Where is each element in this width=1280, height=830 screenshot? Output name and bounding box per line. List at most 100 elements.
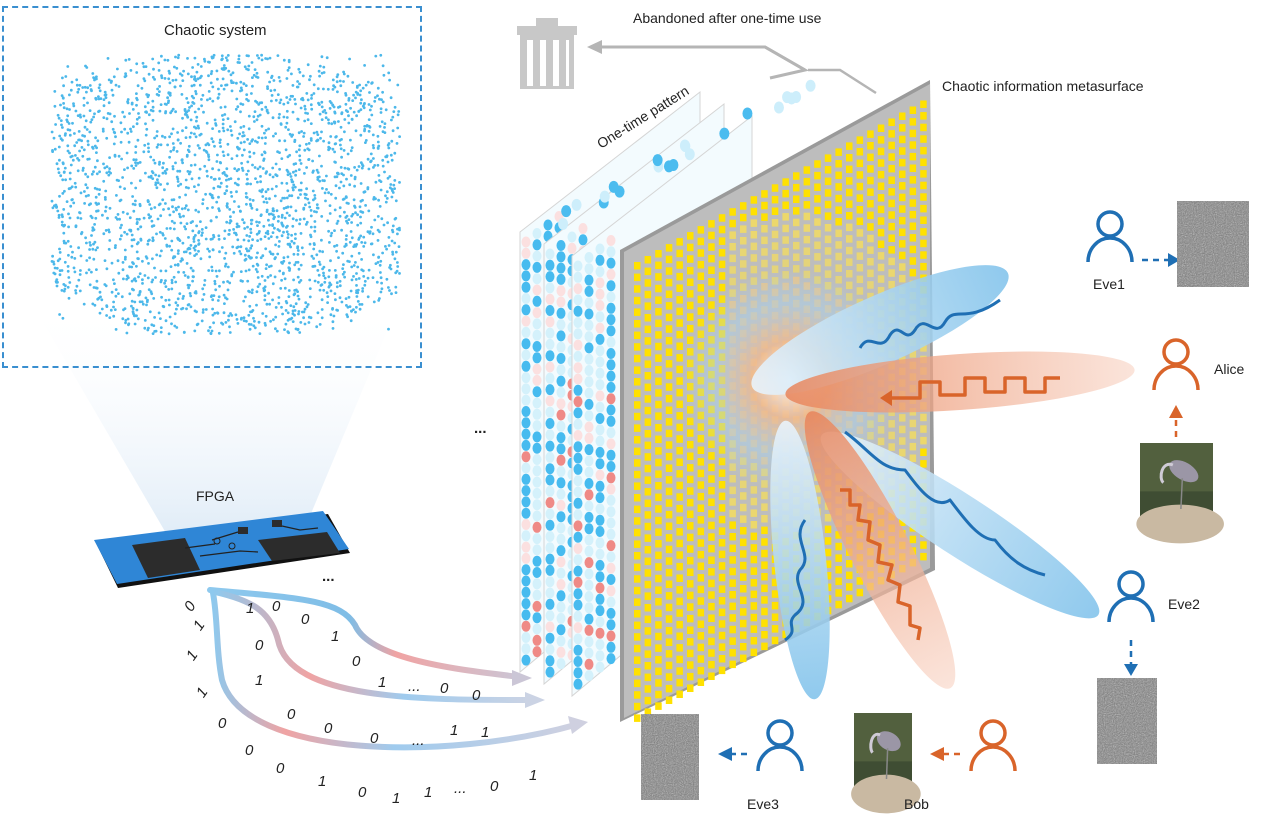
pattern-cell	[595, 333, 605, 345]
pattern-cell	[606, 585, 616, 597]
heron-image-alice	[1136, 443, 1224, 544]
pattern-cell	[556, 624, 566, 636]
scatter-point	[299, 181, 303, 185]
meta-atom	[803, 235, 811, 244]
scatter-point	[117, 179, 120, 183]
scatter-point	[378, 205, 382, 208]
scatter-point	[393, 179, 397, 182]
scatter-point	[256, 276, 260, 279]
scatter-point	[217, 92, 221, 96]
meta-atom	[644, 476, 652, 484]
meta-atom	[676, 412, 683, 420]
scatter-point	[123, 257, 127, 261]
meta-atom	[676, 586, 683, 594]
pattern-cell	[532, 295, 542, 307]
meta-atom	[655, 284, 662, 293]
scatter-point	[186, 57, 189, 60]
scatter-point	[154, 276, 157, 279]
scatter-point	[318, 249, 322, 253]
scatter-point	[211, 307, 215, 311]
scatter-point	[339, 166, 343, 169]
scatter-point	[371, 133, 375, 137]
scatter-point	[88, 256, 91, 260]
pattern-cell	[595, 367, 605, 379]
pattern-cell	[521, 485, 531, 497]
meta-atom	[909, 442, 917, 451]
meta-atom	[888, 443, 895, 451]
scatter-point	[123, 248, 127, 252]
scatter-point	[225, 185, 229, 188]
scatter-point	[390, 195, 394, 199]
meta-atom	[750, 242, 758, 251]
scatter-point	[251, 264, 255, 268]
meta-atom	[634, 378, 641, 386]
meta-atom	[634, 273, 641, 282]
scatter-point	[309, 74, 312, 78]
scatter-point	[93, 165, 97, 169]
scatter-point	[69, 163, 73, 167]
meta-atom	[644, 314, 652, 322]
pattern-cell	[606, 314, 616, 326]
pattern-cell	[573, 486, 583, 498]
meta-atom	[846, 165, 853, 174]
abandoned-label: Abandoned after one-time use	[633, 10, 822, 26]
pattern-cell	[545, 621, 555, 633]
pattern-cell	[556, 330, 566, 342]
scatter-point	[324, 116, 328, 120]
meta-atom	[899, 228, 906, 236]
meta-atom	[634, 552, 641, 560]
meta-atom	[877, 159, 885, 167]
scatter-point	[235, 97, 239, 101]
meta-atom	[665, 661, 673, 670]
scatter-point	[294, 327, 298, 331]
meta-atom	[920, 123, 927, 132]
scatter-point	[57, 216, 61, 219]
meta-atom	[676, 609, 683, 617]
meta-atom	[708, 486, 715, 495]
meta-atom	[814, 171, 821, 180]
scatter-point	[201, 231, 204, 235]
pattern-cell	[532, 261, 542, 273]
pattern-cell	[545, 372, 555, 384]
bit-label: 0	[490, 778, 499, 795]
meta-atom	[729, 649, 736, 657]
scatter-point	[222, 87, 226, 91]
scatter-point	[378, 97, 381, 101]
fpga-label: FPGA	[196, 488, 235, 504]
scatter-point	[275, 235, 279, 239]
meta-atom	[687, 498, 694, 507]
meta-atom	[655, 656, 662, 664]
scatter-point	[190, 94, 194, 98]
pattern-cell	[584, 455, 594, 467]
scatter-point	[121, 268, 125, 272]
pattern-cell	[521, 293, 531, 304]
scatter-point	[237, 54, 241, 58]
scatter-point	[137, 116, 141, 119]
pattern-cell	[573, 509, 583, 521]
scatter-point	[170, 322, 173, 326]
scatter-point	[257, 136, 261, 140]
scatter-point	[251, 163, 254, 167]
pattern-cell	[606, 257, 616, 269]
scatter-point	[182, 271, 186, 274]
meta-atom	[697, 678, 705, 686]
meta-atom	[655, 273, 662, 281]
meta-atom	[846, 154, 853, 162]
scatter-point	[361, 164, 365, 168]
scatter-point	[185, 307, 188, 311]
scatter-point	[200, 228, 204, 231]
meta-atom	[718, 260, 726, 269]
bit-label: ...	[408, 678, 421, 695]
pattern-cell	[521, 552, 531, 564]
scatter-point	[160, 54, 163, 58]
meta-atom	[697, 284, 705, 292]
scatter-point	[371, 276, 375, 279]
meta-atom	[676, 678, 683, 687]
meta-atom	[761, 225, 768, 233]
pattern-cell	[532, 646, 542, 658]
pattern-cell	[556, 646, 566, 658]
meta-atom	[846, 258, 853, 266]
pattern-cell	[556, 364, 566, 376]
bitstream-flow-1	[207, 587, 523, 680]
meta-atom	[718, 620, 726, 628]
